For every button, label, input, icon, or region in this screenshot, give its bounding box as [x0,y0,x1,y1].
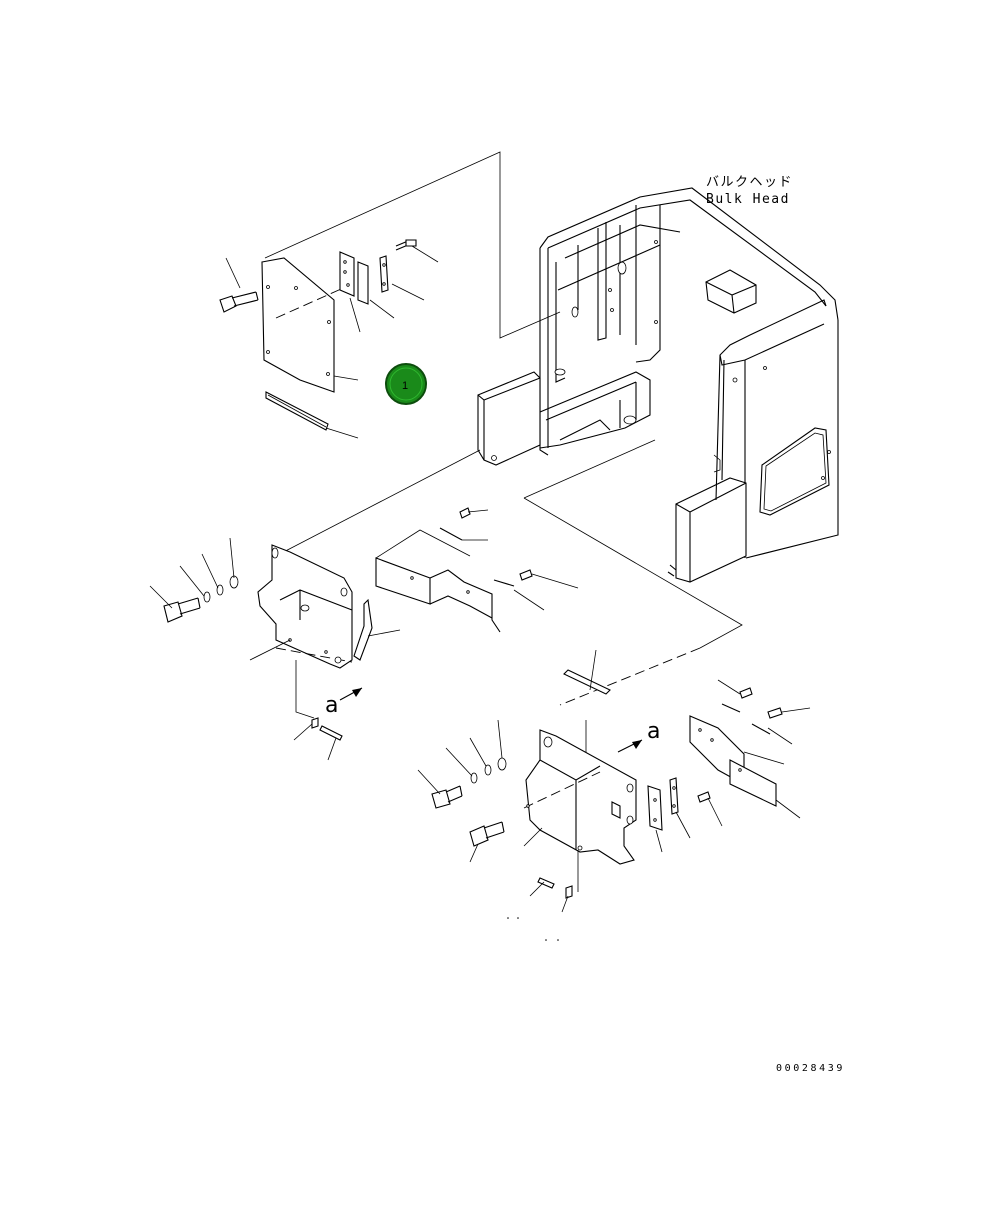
bulkhead-label-jp: バルクヘッド [706,175,793,190]
view-ref-a-upper: a [325,693,338,718]
callout-number: 1 [402,380,408,392]
bulkhead-assembly [477,187,839,583]
middle-cover-group: a [149,507,579,761]
view-ref-a-lower: a [647,719,660,744]
callout-marker-1[interactable]: 1 [385,363,427,405]
leader-lines [264,151,743,760]
upper-cover-group [219,239,439,439]
drawing-code: 00028439 [776,1063,845,1074]
bulkhead-label-en: Bulk Head [706,192,790,207]
lower-cover-group: a [417,649,811,941]
